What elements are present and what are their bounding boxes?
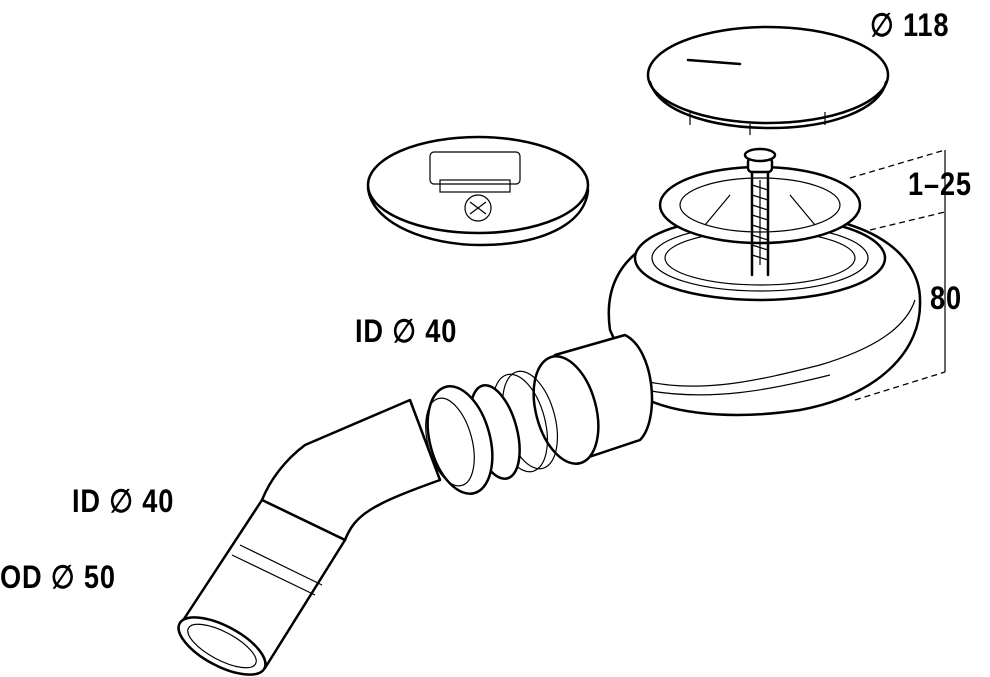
pipe-id-label: ID ∅ 40 <box>72 483 175 519</box>
height-label: 80 <box>930 280 962 316</box>
dimension-lines <box>849 149 946 401</box>
elbow-pipe <box>177 398 442 676</box>
outlet-id-label: ID ∅ 40 <box>355 313 458 349</box>
outlet-socket <box>492 333 654 473</box>
pipe-od-label: OD ∅ 50 <box>0 559 116 595</box>
union-nut <box>425 384 521 495</box>
cover-diameter-label: ∅ 118 <box>870 7 950 43</box>
drain-body <box>607 213 922 417</box>
grate-cover <box>366 135 590 247</box>
screw <box>743 147 777 277</box>
flange-ring <box>658 165 862 265</box>
adjust-range-label: 1–25 <box>908 166 972 202</box>
top-cover <box>646 25 890 135</box>
